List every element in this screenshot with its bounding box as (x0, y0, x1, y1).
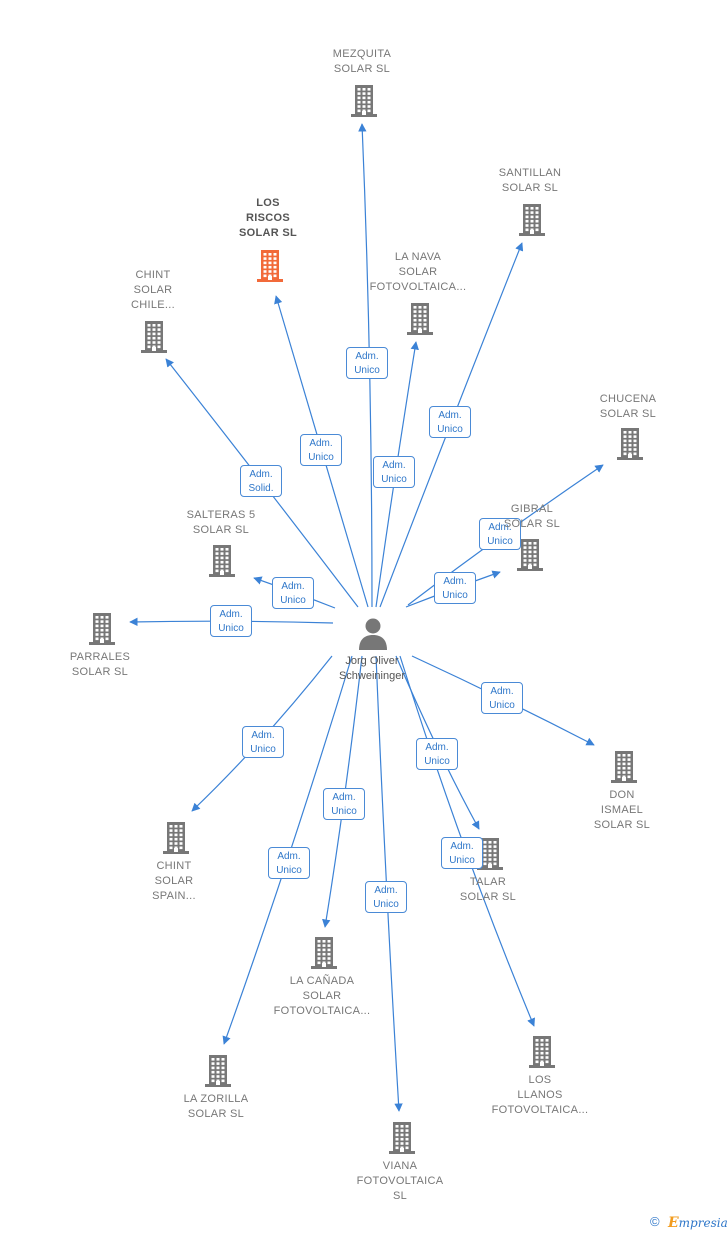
role-badge-chint-spain: Adm. Unico (242, 726, 284, 758)
building-icon-santillan[interactable] (515, 202, 549, 236)
building-icon-salteras[interactable] (205, 543, 239, 577)
company-name-don-ismael[interactable]: DON ISMAEL SOLAR SL (593, 789, 651, 831)
company-name-talar[interactable]: TALAR SOLAR SL (459, 876, 517, 903)
building-icon-gibral[interactable] (513, 537, 547, 571)
company-name-chint-spain[interactable]: CHINT SOLAR SPAIN... (152, 860, 196, 902)
role-badge-la-zorilla: Adm. Unico (268, 847, 310, 879)
company-name-santillan[interactable]: SANTILLAN SOLAR SL (498, 167, 562, 194)
role-badge-santillan: Adm. Unico (429, 406, 471, 438)
person-name[interactable]: Jorg Oliver Schweininger (338, 655, 406, 682)
company-name-parrales[interactable]: PARRALES SOLAR SL (69, 651, 131, 678)
company-name-chucena[interactable]: CHUCENA SOLAR SL (599, 393, 657, 420)
building-icon-don-ismael[interactable] (607, 749, 641, 783)
role-badge-talar: Adm. Unico (416, 738, 458, 770)
brand-initial: E (668, 1215, 679, 1231)
role-badge-la-canada: Adm. Unico (323, 788, 365, 820)
building-icon-viana[interactable] (385, 1120, 419, 1154)
brand-logo: Empresia (668, 1215, 728, 1231)
building-icon-chucena[interactable] (613, 426, 647, 460)
role-badge-los-llanos: Adm. Unico (441, 837, 483, 869)
role-badge-la-nava: Adm. Unico (373, 456, 415, 488)
building-icon-chint-chile[interactable] (137, 319, 171, 353)
role-badge-viana: Adm. Unico (365, 881, 407, 913)
role-badge-don-ismael: Adm. Unico (481, 682, 523, 714)
company-name-gibral[interactable]: GIBRAL SOLAR SL (503, 503, 561, 530)
building-icon-los-llanos[interactable] (525, 1034, 559, 1068)
building-icon-los-riscos[interactable] (253, 248, 287, 282)
building-icon-mezquita[interactable] (347, 83, 381, 117)
company-name-salteras[interactable]: SALTERAS 5 SOLAR SL (186, 509, 256, 536)
building-icon-chint-spain[interactable] (159, 820, 193, 854)
role-badge-parrales: Adm. Unico (210, 605, 252, 637)
building-icon-la-zorilla[interactable] (201, 1053, 235, 1087)
role-badge-gibral: Adm. Unico (434, 572, 476, 604)
role-badge-mezquita: Adm. Unico (346, 347, 388, 379)
company-name-mezquita[interactable]: MEZQUITA SOLAR SL (332, 48, 392, 75)
brand-name: mpresia (678, 1216, 728, 1230)
company-name-los-riscos[interactable]: LOS RISCOS SOLAR SL (238, 197, 297, 239)
company-name-la-canada[interactable]: LA CAÑADA SOLAR FOTOVOLTAICA... (273, 975, 371, 1017)
role-badge-los-riscos: Adm. Unico (300, 434, 342, 466)
role-badge-chint-chile: Adm. Solid. (240, 465, 282, 497)
company-name-la-zorilla[interactable]: LA ZORILLA SOLAR SL (183, 1093, 249, 1120)
role-badge-chucena: Adm. Unico (479, 518, 521, 550)
company-name-viana[interactable]: VIANA FOTOVOLTAICA SL (356, 1160, 444, 1202)
building-icon-parrales[interactable] (85, 611, 119, 645)
building-icon-la-canada[interactable] (307, 935, 341, 969)
company-name-los-llanos[interactable]: LOS LLANOS FOTOVOLTAICA... (491, 1074, 589, 1116)
copyright-symbol: © (650, 1214, 660, 1229)
building-icon-talar[interactable] (473, 836, 507, 870)
company-name-chint-chile[interactable]: CHINT SOLAR CHILE... (131, 269, 175, 311)
person-icon[interactable] (357, 617, 389, 651)
role-badge-salteras: Adm. Unico (272, 577, 314, 609)
company-name-la-nava[interactable]: LA NAVA SOLAR FOTOVOLTAICA... (369, 251, 467, 293)
building-icon-la-nava[interactable] (403, 301, 437, 335)
